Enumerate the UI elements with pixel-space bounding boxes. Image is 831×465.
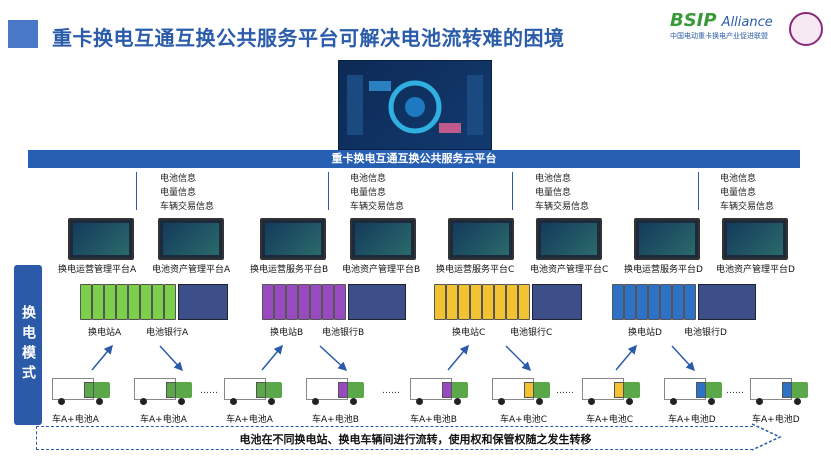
truck-icon — [492, 378, 552, 408]
flow-arrow-dashed — [36, 426, 753, 450]
bsip-logo: BSIP Alliance 中国电动重卡换电产业促进联盟 — [670, 10, 820, 50]
truck-label: 车A+电池B — [410, 415, 457, 425]
truck-icon — [306, 378, 366, 408]
swap-station-c — [434, 284, 584, 320]
truck-icon — [224, 378, 284, 408]
platform-dashboard-image — [338, 60, 492, 150]
laptop-icon — [68, 218, 134, 260]
ellipsis: …… — [382, 386, 400, 396]
asset-platform-label: 电池资产管理平台A — [152, 265, 231, 275]
monitor-icon — [536, 218, 602, 260]
bank-label: 电池银行D — [684, 328, 727, 338]
arrow-head-icon — [751, 423, 782, 451]
logo-subtitle: 中国电动重卡换电产业促进联盟 — [670, 32, 768, 40]
truck-label: 车A+电池C — [500, 415, 547, 425]
info-battery: 电池信息 — [160, 174, 197, 184]
info-trade: 车辆交易信息 — [535, 202, 590, 212]
down-arrow — [136, 172, 137, 210]
truck-label: 车A+电池A — [52, 415, 99, 425]
op-platform-label: 换电运营服务平台B — [250, 265, 329, 275]
op-platform-label: 换电运营管理平台A — [58, 265, 137, 275]
info-battery: 电池信息 — [350, 174, 387, 184]
laptop-icon — [448, 218, 514, 260]
op-platform-label: 换电运营服务平台C — [436, 265, 515, 275]
info-list: 电池信息 电量信息 车辆交易信息 — [350, 172, 404, 214]
monitor-icon — [722, 218, 788, 260]
truck-icon — [410, 378, 470, 408]
station-label: 换电站A — [88, 328, 122, 338]
swap-station-a — [80, 284, 230, 320]
info-battery: 电池信息 — [720, 174, 757, 184]
bank-label: 电池银行A — [146, 328, 189, 338]
info-list: 电池信息 电量信息 车辆交易信息 — [720, 172, 774, 214]
info-battery: 电池信息 — [535, 174, 572, 184]
truck-label: 车A+电池B — [312, 415, 359, 425]
asset-platform-label: 电池资产管理平台B — [342, 265, 421, 275]
down-arrow — [512, 172, 513, 210]
bank-label: 电池银行B — [322, 328, 365, 338]
logo-main-text: BSIP — [670, 10, 717, 31]
info-charge: 电量信息 — [350, 188, 387, 198]
swap-mode-label: 换电模式 — [14, 265, 42, 425]
info-charge: 电量信息 — [535, 188, 572, 198]
truck-icon — [750, 378, 810, 408]
truck-label: 车A+电池D — [668, 415, 716, 425]
bank-label: 电池银行C — [510, 328, 553, 338]
op-platform-label: 换电运营服务平台D — [624, 265, 703, 275]
down-arrow — [698, 172, 699, 210]
truck-label: 车A+电池C — [586, 415, 633, 425]
swap-station-d — [612, 284, 762, 320]
asset-platform-label: 电池资产管理平台D — [716, 265, 795, 275]
logo-alliance-text: Alliance — [721, 15, 773, 30]
dashboard-graphic — [347, 75, 483, 135]
info-list: 电池信息 电量信息 车辆交易信息 — [535, 172, 589, 214]
truck-icon — [582, 378, 642, 408]
info-trade: 车辆交易信息 — [160, 202, 215, 212]
monitor-icon — [350, 218, 416, 260]
laptop-icon — [260, 218, 326, 260]
station-label: 换电站B — [270, 328, 304, 338]
info-charge: 电量信息 — [160, 188, 197, 198]
info-charge: 电量信息 — [720, 188, 757, 198]
station-label: 换电站D — [628, 328, 662, 338]
truck-label: 车A+电池D — [752, 415, 800, 425]
down-arrow — [328, 172, 329, 210]
info-list: 电池信息 电量信息 车辆交易信息 — [160, 172, 214, 214]
title-accent-bar — [8, 20, 38, 48]
cloud-platform-bar: 重卡换电互通互换公共服务云平台 — [28, 150, 800, 168]
laptop-icon — [634, 218, 700, 260]
ellipsis: …… — [556, 386, 574, 396]
truck-icon — [664, 378, 724, 408]
swap-station-b — [262, 284, 412, 320]
info-trade: 车辆交易信息 — [720, 202, 775, 212]
flow-caption: 电池在不同换电站、换电车辆间进行流转，使用权和保管权随之发生转移 — [239, 433, 592, 446]
page-title: 重卡换电互通互换公共服务平台可解决电池流转难的困境 — [52, 26, 565, 50]
truck-label: 车A+电池A — [140, 415, 187, 425]
monitor-icon — [158, 218, 224, 260]
asset-platform-label: 电池资产管理平台C — [530, 265, 609, 275]
station-label: 换电站C — [452, 328, 486, 338]
truck-icon — [52, 378, 112, 408]
truck-icon — [134, 378, 194, 408]
ellipsis: …… — [726, 386, 744, 396]
info-trade: 车辆交易信息 — [350, 202, 405, 212]
alliance-seal-icon — [789, 12, 823, 46]
truck-label: 车A+电池A — [226, 415, 273, 425]
ellipsis: …… — [200, 386, 218, 396]
